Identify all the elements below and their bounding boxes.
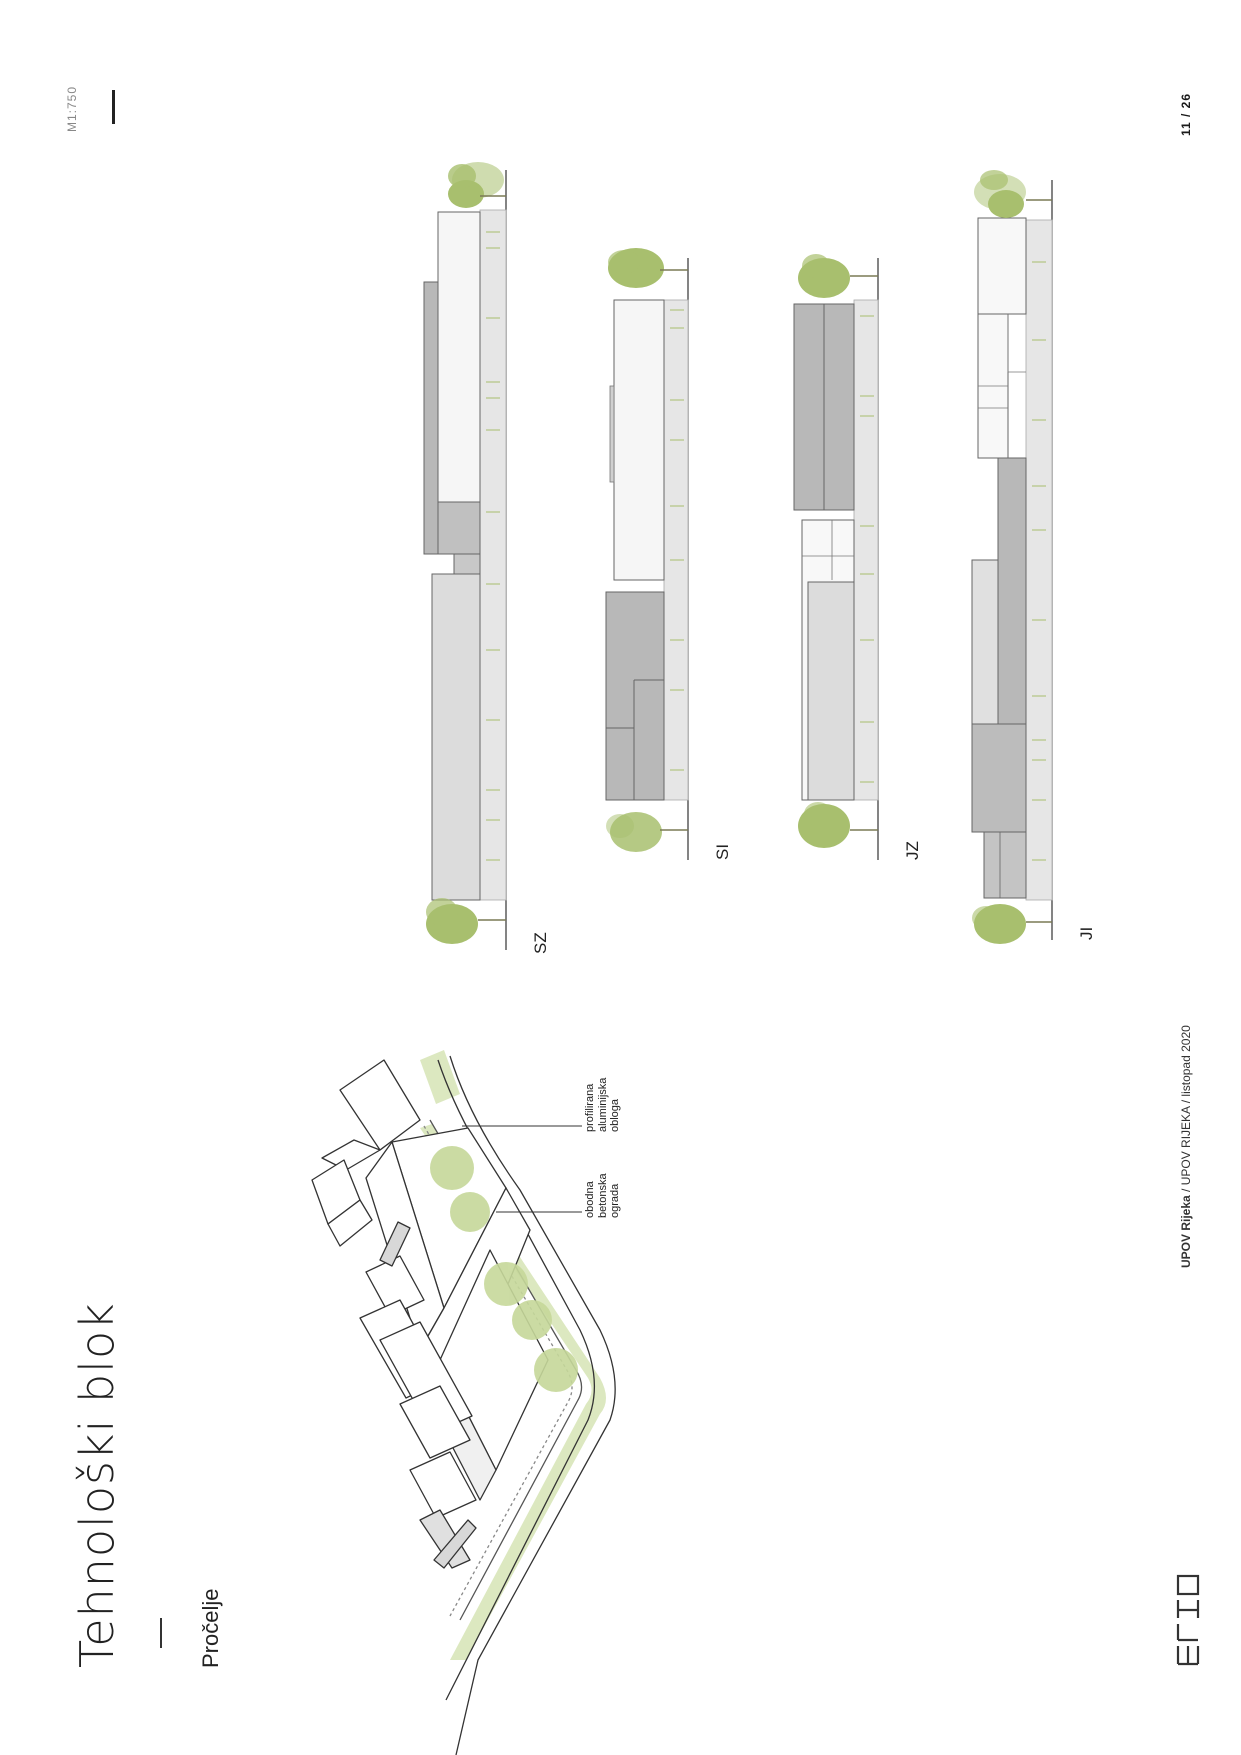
callout-fence: obodna betonska ograda	[584, 1173, 622, 1218]
axonometric-view	[311, 1050, 616, 1755]
scale-bar	[112, 90, 115, 124]
elevation-jz	[793, 254, 879, 860]
elevation-sz	[423, 162, 507, 950]
title-divider	[160, 1618, 162, 1648]
elevation-si	[605, 248, 689, 860]
elevation-label-sz: SZ	[531, 932, 550, 954]
elevation-ji	[971, 170, 1053, 944]
firm-logo	[1176, 1574, 1200, 1666]
elevation-label-jz: JZ	[903, 841, 922, 860]
elevation-label-si: SI	[713, 843, 732, 860]
callout-cladding: profilirana aluminijska obloga	[584, 1077, 622, 1132]
elevation-label-ji: JI	[1077, 926, 1096, 940]
